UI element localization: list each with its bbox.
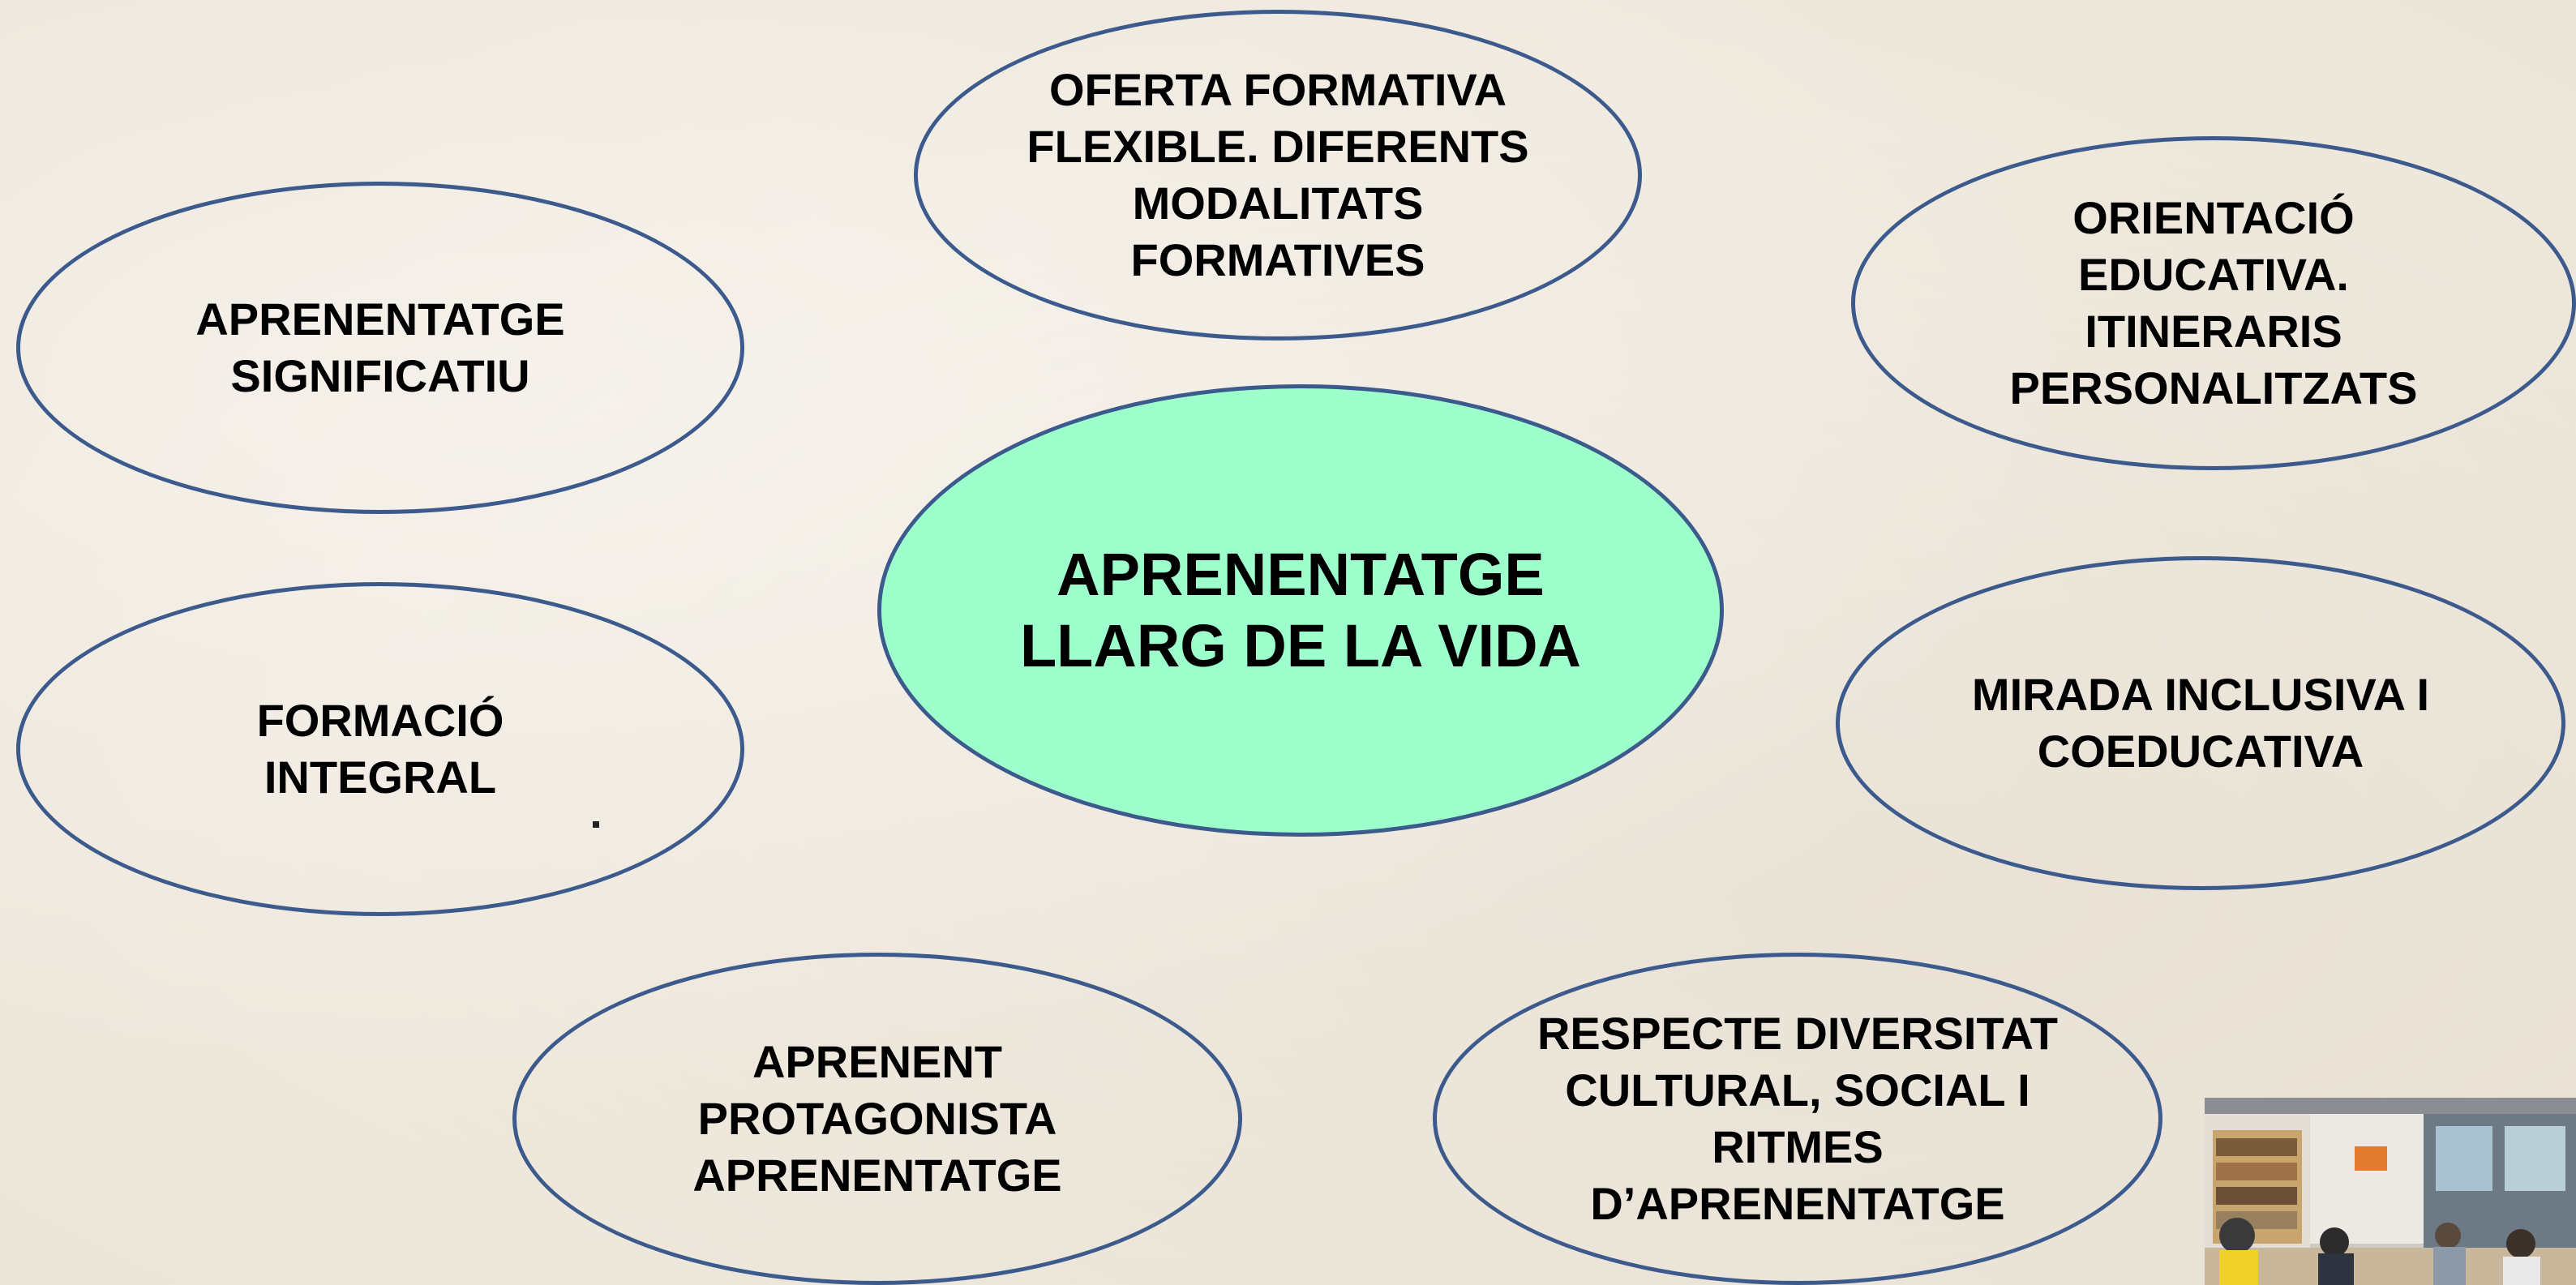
node-aprenent-protagonista: APRENENT PROTAGONISTA APRENENTATGE: [512, 953, 1242, 1285]
node-respecte-diversitat: RESPECTE DIVERSITAT CULTURAL, SOCIAL I R…: [1433, 953, 2162, 1285]
node-respecte-diversitat-label: RESPECTE DIVERSITAT CULTURAL, SOCIAL I R…: [1537, 1008, 2058, 1229]
node-aprenentatge-significatiu: APRENENTATGE SIGNIFICATIU: [16, 182, 744, 514]
video-thumbnail[interactable]: [2205, 1098, 2576, 1285]
node-aprenentatge-significatiu-label: APRENENTATGE SIGNIFICATIU: [195, 293, 565, 401]
node-mirada-inclusiva-label: MIRADA INCLUSIVA I COEDUCATIVA: [1971, 669, 2430, 777]
node-formacio-integral: FORMACIÓ INTEGRAL: [16, 582, 744, 916]
node-oferta-formativa: OFERTA FORMATIVA FLEXIBLE. DIFERENTS MOD…: [914, 10, 1642, 341]
center-node-aprenentatge-llarg: APRENENTATGE LLARG DE LA VIDA: [877, 384, 1724, 837]
node-aprenent-protagonista-label: APRENENT PROTAGONISTA APRENENTATGE: [692, 1036, 1062, 1201]
stray-dot: [593, 821, 599, 828]
node-mirada-inclusiva: MIRADA INCLUSIVA I COEDUCATIVA: [1836, 556, 2565, 890]
node-oferta-formativa-label: OFERTA FORMATIVA FLEXIBLE. DIFERENTS MOD…: [1027, 64, 1529, 285]
node-orientacio-educativa: ORIENTACIÓ EDUCATIVA. ITINERARIS PERSONA…: [1851, 136, 2576, 470]
classroom-video-image: [2205, 1098, 2576, 1285]
center-node-label: APRENENTATGE LLARG DE LA VIDA: [1019, 541, 1581, 679]
node-formacio-integral-label: FORMACIÓ INTEGRAL: [256, 695, 504, 803]
node-orientacio-educativa-label: ORIENTACIÓ EDUCATIVA. ITINERARIS PERSONA…: [2009, 192, 2418, 413]
